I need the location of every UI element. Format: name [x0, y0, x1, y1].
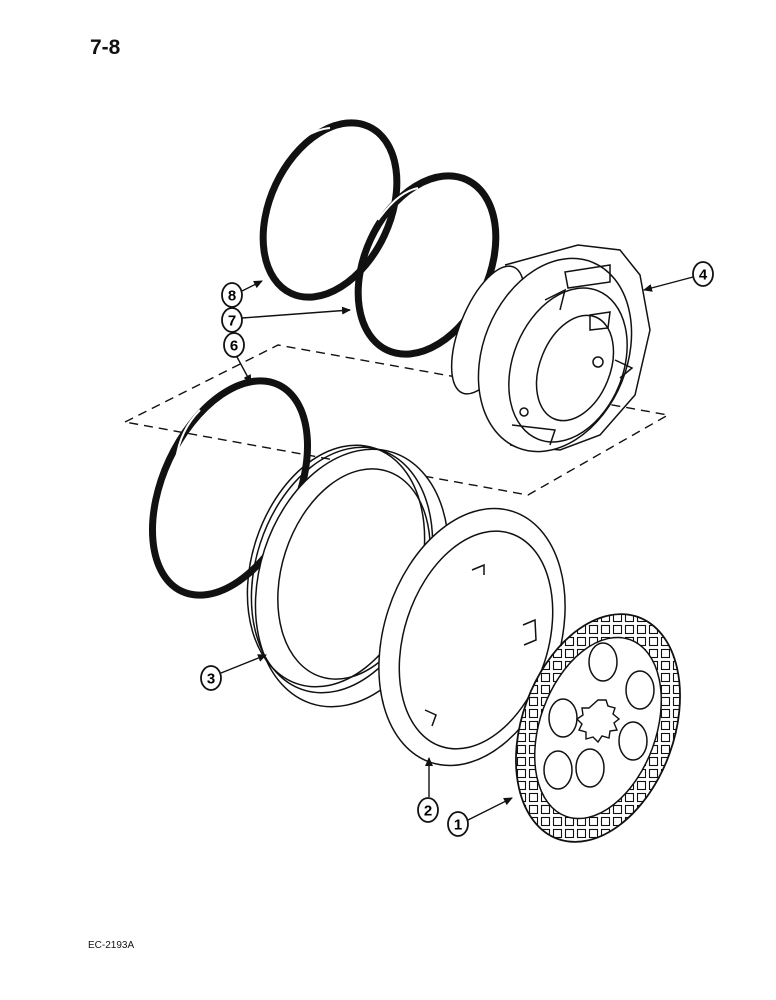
callout-4: 4 — [643, 261, 714, 292]
callout-1-label: 1 — [454, 817, 462, 834]
callout-8-label: 8 — [228, 288, 236, 305]
piston-housing-part-4 — [450, 244, 651, 453]
page-number: 7-8 — [90, 36, 121, 59]
callout-3-label: 3 — [207, 671, 215, 688]
figure-reference-code: EC-2193A — [88, 940, 135, 951]
seal-ring-part-8 — [259, 119, 401, 301]
callout-1: 1 — [447, 797, 513, 837]
callout-4-label: 4 — [699, 267, 708, 284]
callout-7: 7 — [221, 306, 351, 333]
callout-6-label: 6 — [230, 338, 238, 355]
callout-6: 6 — [223, 332, 252, 384]
callout-3: 3 — [200, 654, 267, 691]
callout-8: 8 — [221, 280, 263, 308]
callout-7-label: 7 — [228, 313, 236, 330]
callout-2: 2 — [417, 757, 439, 823]
callout-2-label: 2 — [424, 803, 432, 820]
